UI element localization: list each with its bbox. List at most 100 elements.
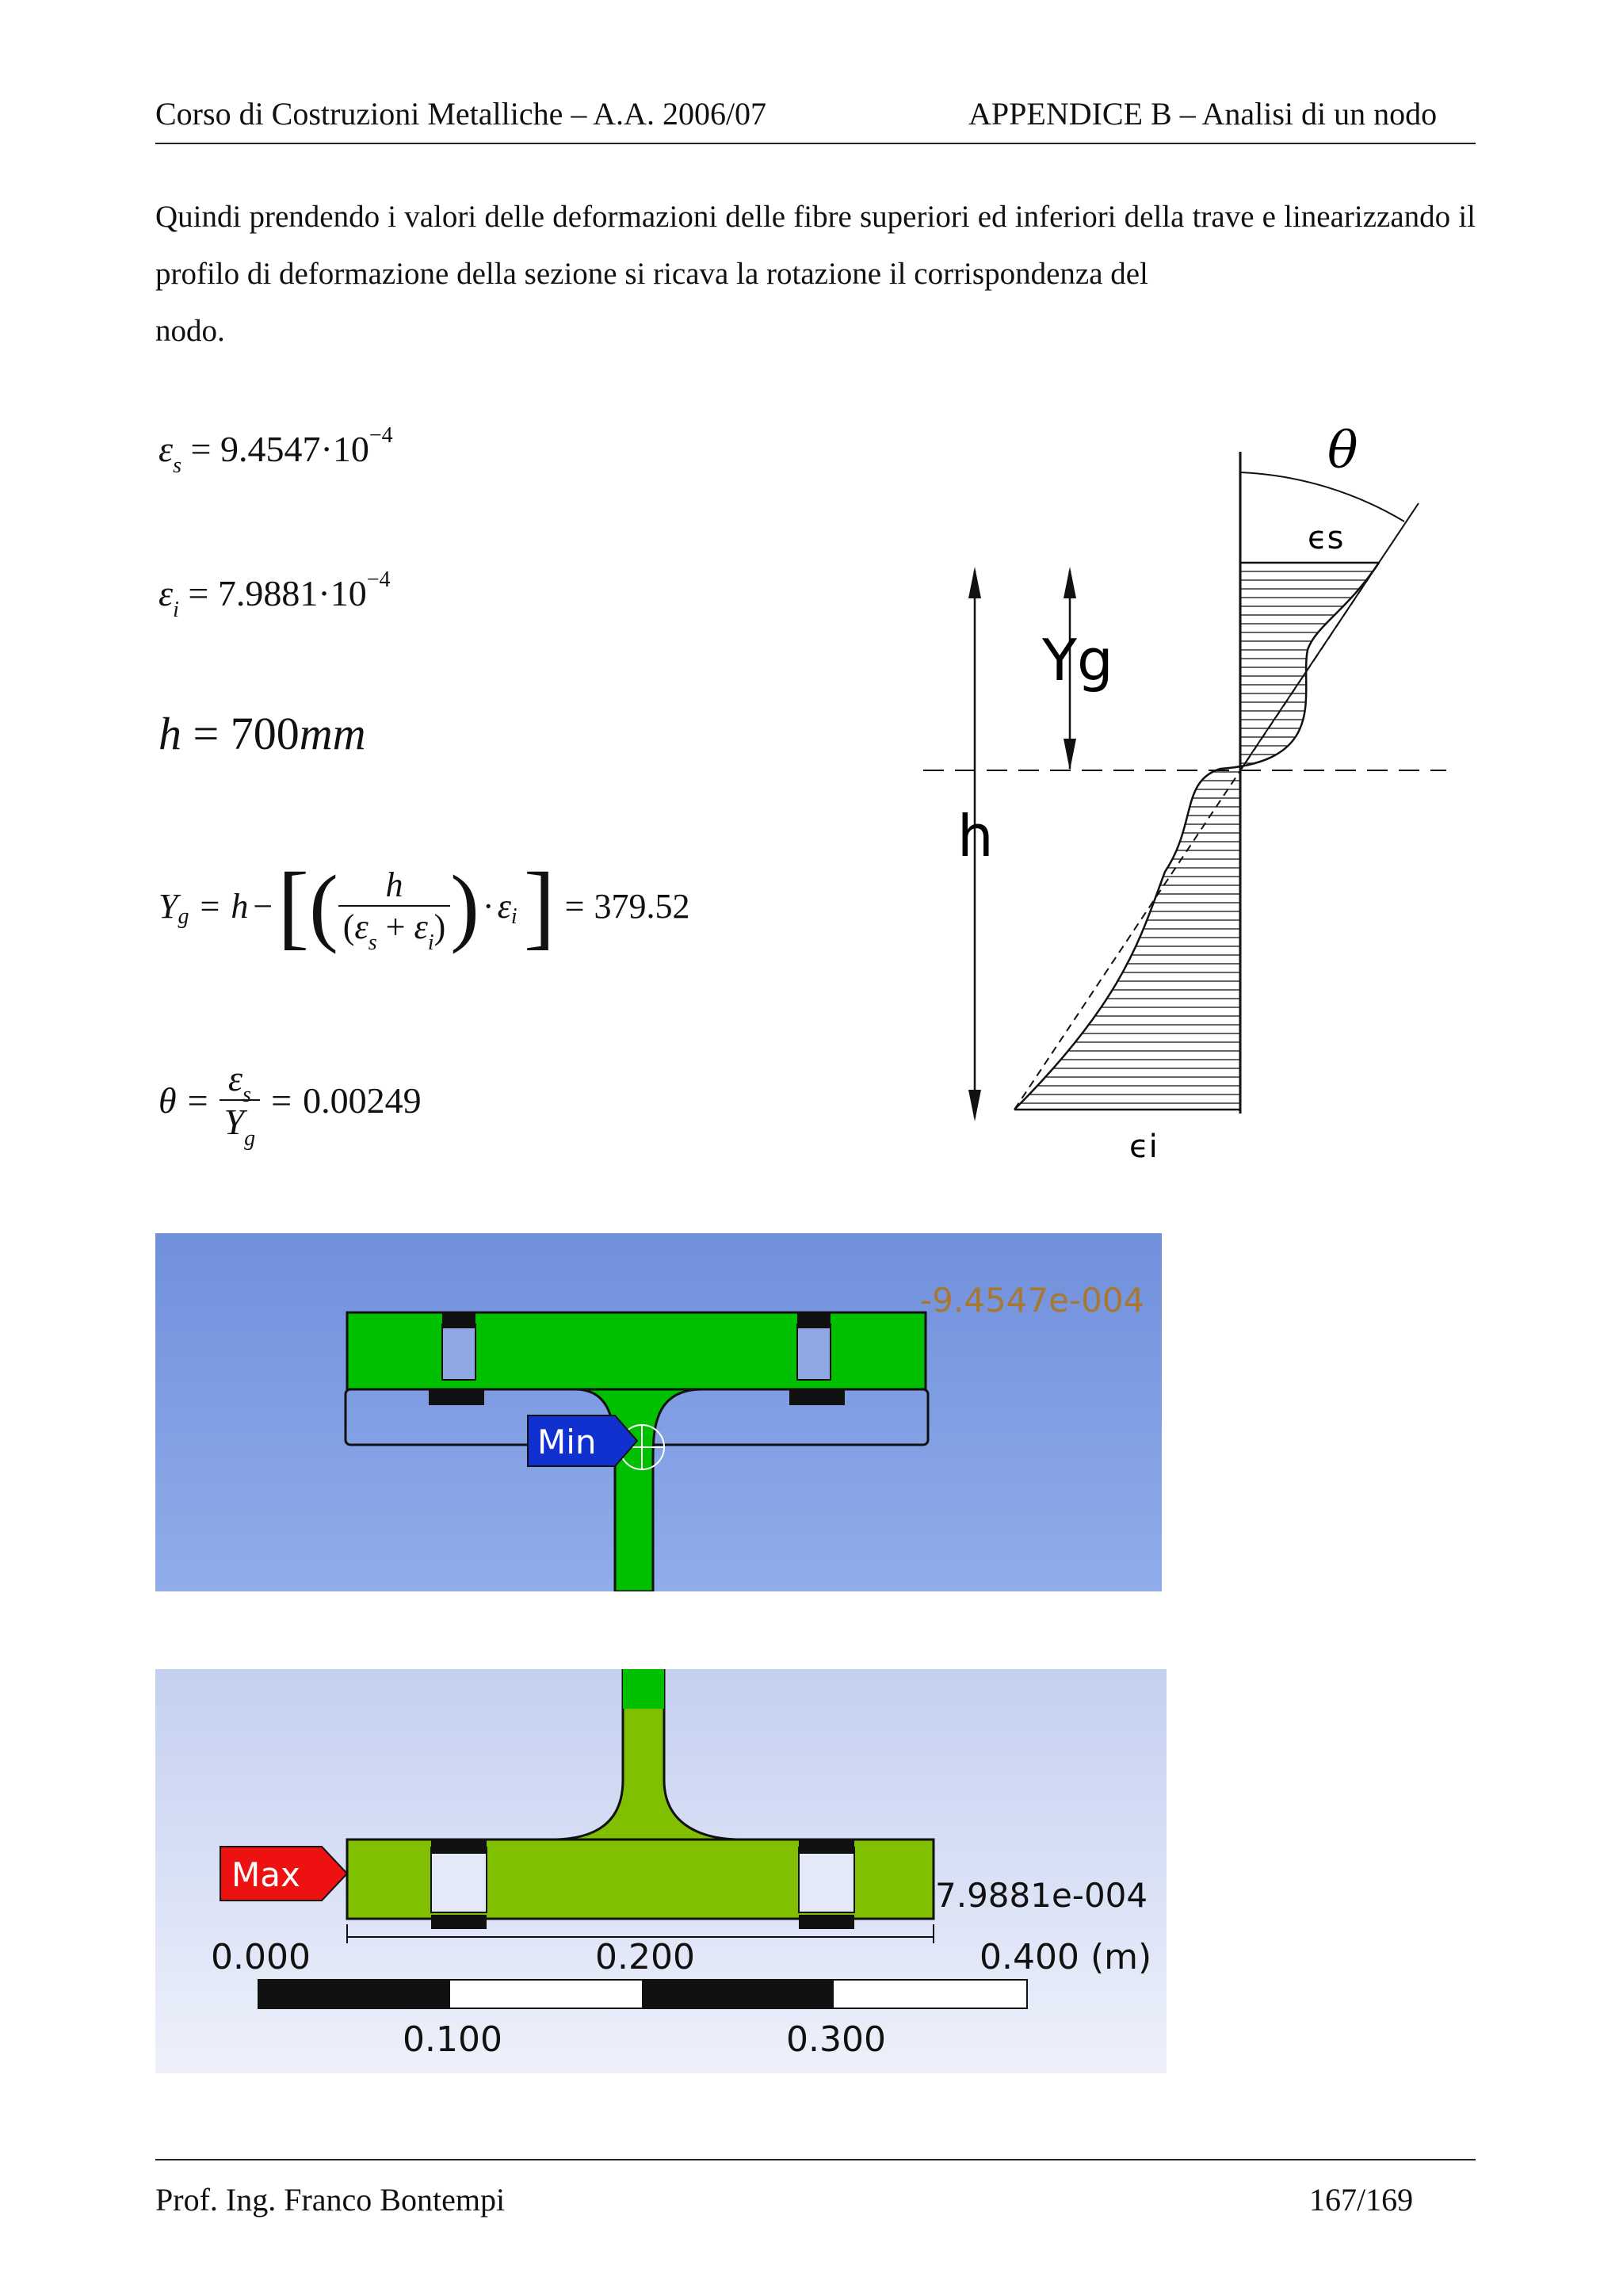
fem-top-bolt-2 xyxy=(797,1312,831,1328)
yg-bracket-close: ] xyxy=(523,853,556,958)
yg-eps-i: ε xyxy=(497,886,511,926)
yg-den-eps-s: ε xyxy=(354,907,369,946)
yg-paren-close: ) xyxy=(450,858,479,954)
strain-profile-diagram: θ ϵs Yg h ϵi xyxy=(923,428,1446,1165)
yg-symbol: Y xyxy=(158,886,178,926)
scale-tick-300: 0.300 xyxy=(786,2019,886,2060)
equation-eps-i: εi = 7.9881·10−4 xyxy=(158,567,391,622)
fem-top-value-label: -9.4547e-004 xyxy=(920,1281,1144,1320)
yg-arrow-top xyxy=(1064,567,1076,598)
fem-top-bolt-4 xyxy=(789,1389,845,1405)
scale-bar-segment-1 xyxy=(258,1980,450,2008)
fem-bottom-value-label: 7.9881e-004 xyxy=(935,1876,1148,1915)
h-value: 700 xyxy=(230,708,300,759)
yg-equals-2: = xyxy=(564,886,585,926)
yg-den-sub-i: i xyxy=(427,930,434,955)
footer-rule xyxy=(155,2159,1476,2160)
theta-num-sub: s xyxy=(242,1083,251,1107)
fem-bottom-max-marker xyxy=(220,1846,349,1901)
fem-bottom-max-label: Max xyxy=(231,1855,300,1894)
diagram-theta-label: θ xyxy=(1327,428,1358,480)
yg-fraction-denominator: (εs + εi) xyxy=(338,907,451,955)
eps-s-equals: = xyxy=(190,429,212,469)
yg-result: 379.52 xyxy=(594,886,690,926)
scale-bar-segment-3 xyxy=(642,1980,834,2008)
diagram-eps-s-label: ϵs xyxy=(1308,520,1343,556)
eps-i-exponent: −4 xyxy=(366,567,391,592)
eps-i-dot: · xyxy=(318,573,330,613)
h-equals: = xyxy=(193,708,220,759)
yg-den-sub-s: s xyxy=(368,930,377,955)
fem-bottom-strain-plot: Max 7.9881e-004 0.000 0.200 0.400 (m) 0.… xyxy=(155,1669,1167,2073)
theta-result: 0.00249 xyxy=(303,1079,422,1121)
eps-i-subscript: i xyxy=(173,598,179,622)
diagram-h-label: h xyxy=(957,803,994,869)
theta-equals-2: = xyxy=(271,1079,292,1121)
rotation-line xyxy=(1239,502,1419,771)
theta-arc xyxy=(1239,472,1405,522)
scale-tick-400: 0.400 (m) xyxy=(980,1937,1151,1977)
theta-fraction: εs Yg xyxy=(219,1057,261,1151)
theta-equals: = xyxy=(187,1079,208,1121)
fem-top-strain-plot: Min -9.4547e-004 xyxy=(155,1233,1162,1591)
h-arrow-bottom xyxy=(968,1090,981,1121)
equation-eps-s: εs = 9.4547·10−4 xyxy=(158,423,393,478)
yg-minus: − xyxy=(253,886,273,926)
fem-top-bolt-1 xyxy=(442,1312,475,1328)
theta-symbol: θ xyxy=(158,1079,177,1121)
paragraph-text: Quindi prendendo i valori delle deformaz… xyxy=(155,200,1476,291)
h-unit: mm xyxy=(299,708,366,759)
footer-author: Prof. Ing. Franco Bontempi xyxy=(155,2182,506,2218)
eps-s-exponent: −4 xyxy=(369,423,393,448)
fem-top-flange xyxy=(346,1311,927,1391)
yg-fraction-numerator: h xyxy=(338,865,451,907)
scale-tick-100: 0.100 xyxy=(403,2019,502,2060)
paragraph-last-line: nodo. xyxy=(155,314,225,348)
fem-bottom-gap-left xyxy=(430,1847,487,1913)
yg-fraction: h (εs + εi) xyxy=(338,865,451,955)
footer-page-number: 167/169 xyxy=(1309,2182,1414,2218)
yg-den-eps-i: ε xyxy=(414,907,428,946)
eps-i-mantissa: 7.9881 xyxy=(217,573,319,613)
eps-s-mantissa: 9.4547 xyxy=(220,429,321,469)
yg-paren-open: ( xyxy=(309,858,338,954)
yg-bracket-open: [ xyxy=(277,853,310,958)
equation-h: h = 700mm xyxy=(158,707,366,760)
theta-den-sub: g xyxy=(244,1126,256,1151)
theta-numerator: εs xyxy=(219,1057,261,1107)
scale-tick-0: 0.000 xyxy=(211,1937,311,1977)
fem-bottom-bolt-3 xyxy=(431,1915,487,1929)
yg-den-open: ( xyxy=(342,907,355,946)
yg-equals: = xyxy=(200,886,220,926)
fem-top-gap-left xyxy=(441,1324,476,1381)
h-symbol: h xyxy=(158,708,181,759)
h-arrow-top xyxy=(968,567,981,598)
linearized-profile-line xyxy=(1014,562,1380,1110)
fem-top-web xyxy=(575,1388,703,1591)
yg-h: h xyxy=(231,886,249,926)
yg-eps-i-sub: i xyxy=(510,904,517,929)
fem-bottom-bolt-4 xyxy=(799,1915,854,1929)
theta-denominator: Yg xyxy=(220,1101,261,1151)
theta-num-eps: ε xyxy=(227,1058,242,1098)
fem-top-min-marker xyxy=(527,1415,639,1467)
eps-s-dot: · xyxy=(320,429,333,469)
eps-i-base: 10 xyxy=(330,573,367,613)
eps-i-symbol: ε xyxy=(158,573,174,613)
header-appendix-title: APPENDICE B – Analisi di un nodo xyxy=(968,96,1438,132)
eps-s-base: 10 xyxy=(332,429,369,469)
fem-bottom-bolt-1 xyxy=(431,1839,487,1854)
equation-theta: θ = εs Yg = 0.00249 xyxy=(158,1045,422,1156)
yg-subscript: g xyxy=(178,904,189,929)
header-rule xyxy=(155,143,1476,144)
scale-tick-200: 0.200 xyxy=(595,1937,695,1977)
fem-bottom-gap-right xyxy=(798,1847,855,1913)
yg-den-plus: + xyxy=(385,907,406,946)
fem-top-gap-right xyxy=(796,1324,831,1381)
fem-bottom-bolt-2 xyxy=(799,1839,854,1854)
eps-s-subscript: s xyxy=(173,453,182,478)
fem-top-bolt-3 xyxy=(429,1389,484,1405)
yg-dot: · xyxy=(482,886,495,926)
yg-arrow-bottom xyxy=(1064,739,1076,770)
